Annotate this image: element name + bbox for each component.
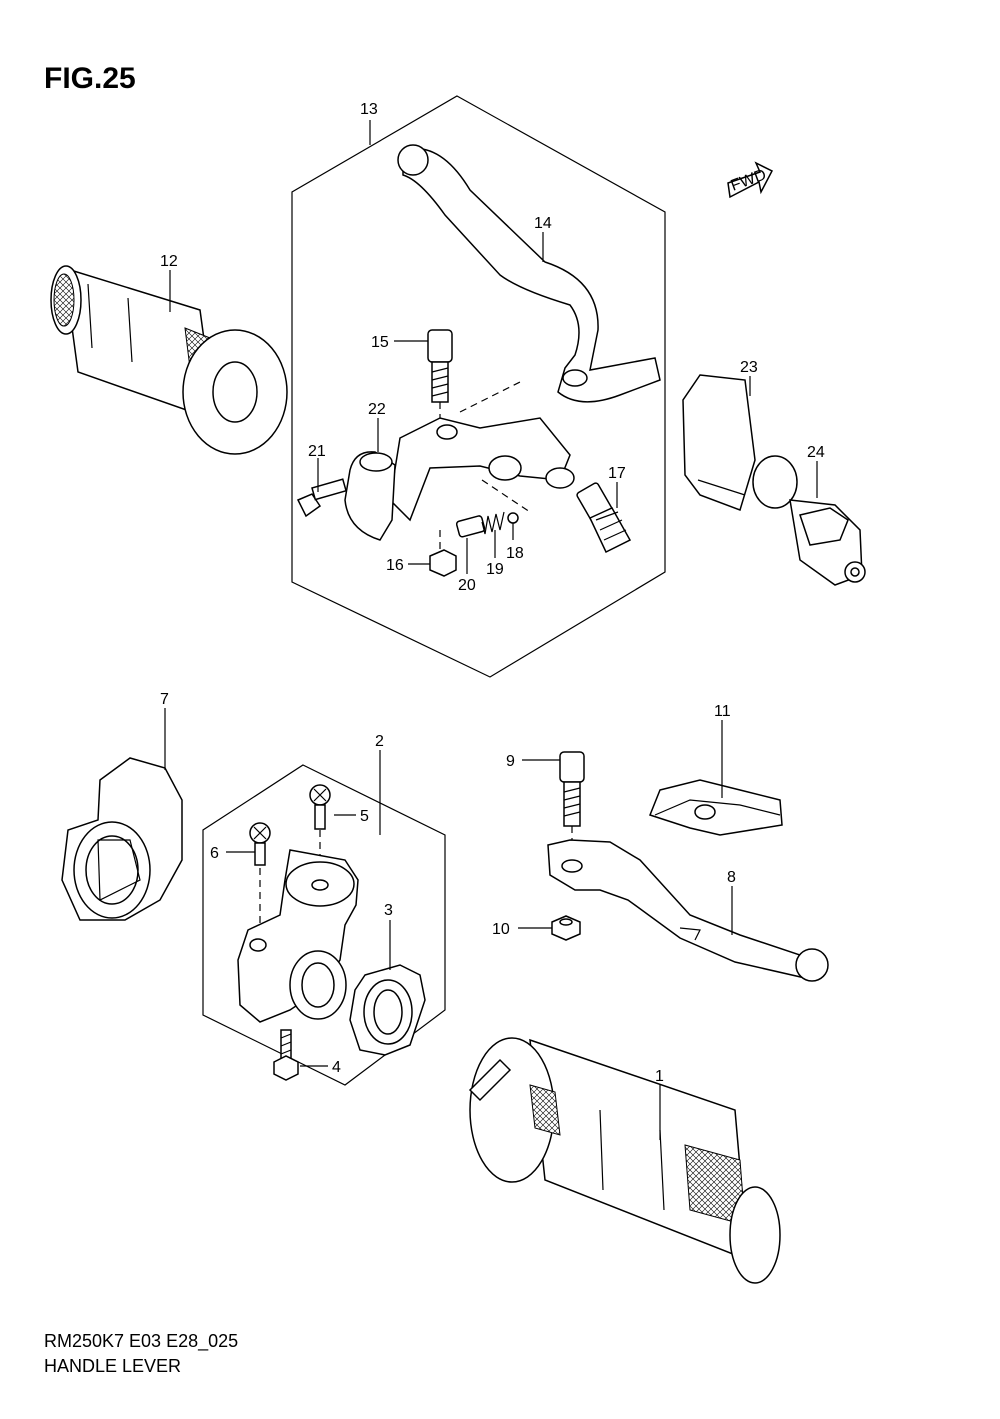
part-grip-right — [468, 1037, 781, 1284]
callout-14: 14 — [534, 215, 552, 232]
callout-9: 9 — [506, 753, 515, 770]
part-throttle-case-2 — [237, 849, 359, 1023]
callout-15: 15 — [371, 334, 389, 351]
callout-6: 6 — [210, 845, 219, 862]
part-clutch-lever — [397, 144, 661, 403]
diagram-caption: HANDLE LEVER — [44, 1356, 182, 1376]
callout-16: 16 — [386, 557, 404, 574]
part-lever-cover-11 — [649, 779, 783, 836]
callout-23: 23 — [740, 359, 758, 376]
part-screw-6 — [249, 822, 271, 866]
callout-11: 11 — [714, 703, 731, 720]
callout-10: 10 — [492, 921, 510, 938]
part-spring-19 — [481, 511, 505, 535]
part-ball-18 — [507, 512, 519, 524]
callout-7: 7 — [160, 691, 169, 708]
part-nut-10 — [551, 915, 581, 941]
group-box-2 — [202, 764, 446, 1086]
part-brake-lever-8 — [547, 839, 829, 982]
callout-13: 13 — [360, 101, 378, 118]
part-cable-adjuster-24 — [789, 499, 866, 586]
fwd-arrow-icon: FWD — [727, 161, 774, 199]
callout-3: 3 — [384, 902, 393, 919]
part-screw-5 — [309, 784, 331, 830]
callout-20: 20 — [458, 577, 476, 594]
leader-lines — [164, 120, 818, 1140]
part-throttle-housing-7 — [61, 757, 183, 921]
part-clamp-22 — [344, 451, 396, 541]
part-nut-16 — [429, 549, 457, 577]
callout-24: 24 — [807, 444, 825, 461]
group-box-13 — [291, 95, 666, 678]
figure-title: FIG.25 — [44, 62, 136, 95]
part-pulley-3 — [349, 964, 426, 1056]
part-bolt-4 — [273, 1029, 299, 1081]
callout-18: 18 — [506, 545, 524, 562]
part-grip-left — [50, 265, 288, 455]
callout-labels: 1 2 3 4 5 6 7 8 9 10 11 12 13 14 15 16 1… — [160, 101, 825, 1085]
callout-19: 19 — [486, 561, 504, 578]
drawing-code: RM250K7 E03 E28_025 — [44, 1331, 239, 1351]
callout-22: 22 — [368, 401, 386, 418]
part-adjuster-17 — [576, 482, 632, 554]
part-adjuster-20 — [455, 515, 486, 538]
callout-5: 5 — [360, 808, 369, 825]
callout-2: 2 — [375, 733, 384, 750]
callout-17: 17 — [608, 465, 626, 482]
callout-4: 4 — [332, 1059, 341, 1076]
part-bolt-21 — [296, 478, 347, 518]
part-bolt-15 — [427, 329, 453, 403]
part-clutch-bracket — [389, 417, 575, 522]
part-bolt-9 — [559, 751, 585, 827]
callout-1: 1 — [655, 1068, 664, 1085]
callout-21: 21 — [308, 443, 326, 460]
callout-12: 12 — [160, 253, 178, 270]
callout-8: 8 — [727, 869, 736, 886]
part-lever-cover-23 — [682, 374, 798, 511]
